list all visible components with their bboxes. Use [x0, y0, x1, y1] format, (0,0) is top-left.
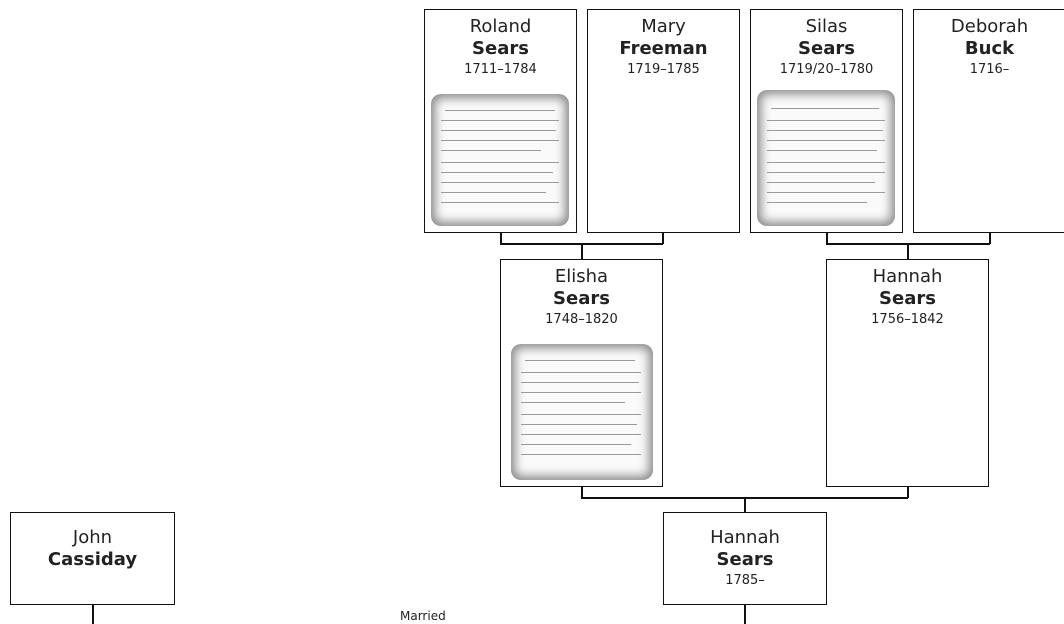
- life-dates: 1785–: [725, 573, 765, 588]
- connector: [907, 244, 909, 259]
- surname: Sears: [798, 38, 855, 59]
- document-thumbnail[interactable]: [511, 344, 653, 480]
- life-dates: 1748–1820: [545, 312, 618, 327]
- connector: [581, 497, 908, 499]
- given-name: Hannah: [710, 527, 780, 548]
- person-card-silas-sears[interactable]: Silas Sears 1719/20–1780: [750, 9, 903, 233]
- person-card-mary-freeman[interactable]: Mary Freeman 1719–1785: [587, 9, 740, 233]
- given-name: Hannah: [872, 266, 943, 287]
- connector: [989, 233, 991, 244]
- life-dates: 1719/20–1780: [779, 62, 874, 77]
- connector: [92, 605, 94, 624]
- surname: Buck: [964, 38, 1015, 59]
- connector: [744, 605, 746, 624]
- connector: [744, 498, 746, 512]
- connector: [581, 244, 583, 259]
- given-name: John: [72, 527, 113, 548]
- surname: Sears: [879, 288, 936, 309]
- person-card-deborah-buck[interactable]: Deborah Buck 1716–: [913, 9, 1064, 233]
- connector: [662, 233, 664, 244]
- surname: Sears: [472, 38, 529, 59]
- life-dates: 1756–1842: [871, 312, 944, 327]
- surname: Freeman: [619, 38, 708, 59]
- person-card-elisha-sears[interactable]: Elisha Sears 1748–1820: [500, 259, 663, 487]
- marriage-label: Married: [400, 609, 446, 623]
- person-card-john-cassiday[interactable]: John Cassiday: [10, 512, 175, 605]
- given-name: Roland: [469, 16, 532, 37]
- given-name: Deborah: [950, 16, 1029, 37]
- life-dates: 1716–: [969, 62, 1010, 77]
- document-thumbnail[interactable]: [431, 94, 569, 226]
- person-card-roland-sears[interactable]: Roland Sears 1711–1784: [424, 9, 577, 233]
- given-name: Silas: [805, 16, 848, 37]
- connector: [907, 487, 909, 498]
- document-thumbnail[interactable]: [757, 90, 895, 226]
- surname: Sears: [553, 288, 610, 309]
- life-dates: 1711–1784: [464, 62, 537, 77]
- connector: [826, 243, 990, 245]
- person-card-hannah-sears-1785[interactable]: Hannah Sears 1785–: [663, 512, 827, 605]
- given-name: Elisha: [554, 266, 609, 287]
- given-name: Mary: [641, 16, 686, 37]
- connector: [500, 233, 502, 244]
- surname: Sears: [716, 549, 774, 570]
- life-dates: 1719–1785: [627, 62, 700, 77]
- person-card-hannah-sears-1756[interactable]: Hannah Sears 1756–1842: [826, 259, 989, 487]
- connector: [500, 243, 663, 245]
- connector: [826, 233, 828, 244]
- connector: [581, 487, 583, 498]
- surname: Cassiday: [47, 549, 138, 570]
